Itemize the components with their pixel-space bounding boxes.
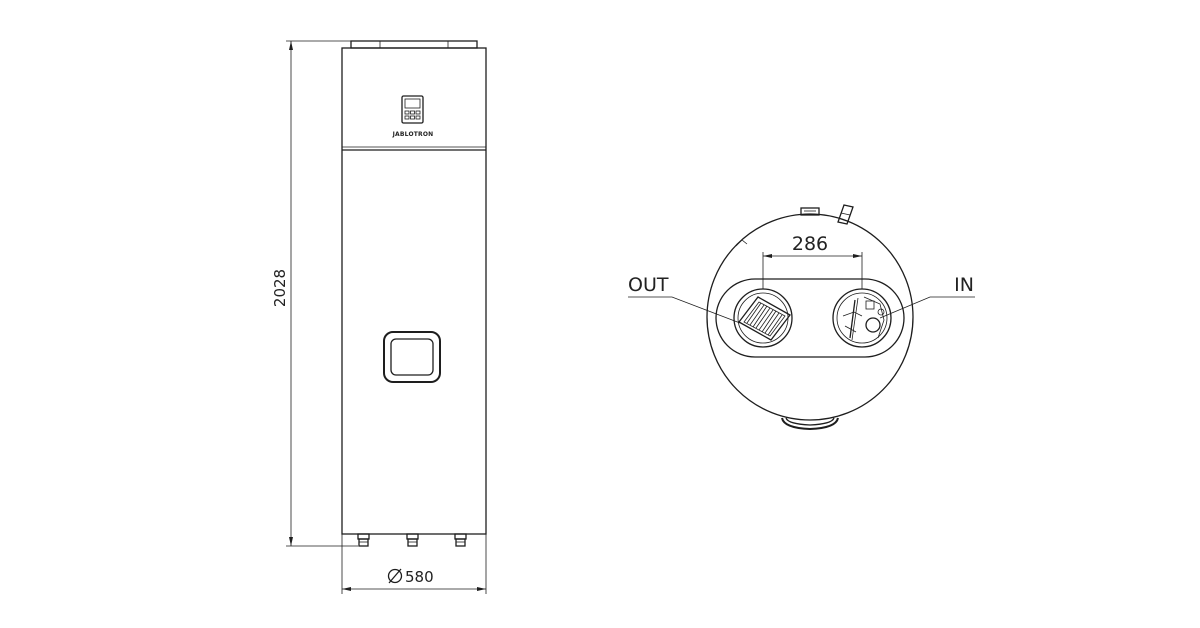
controller-icon xyxy=(401,95,424,124)
fan-mechanism xyxy=(842,296,885,341)
diameter-label: 580 xyxy=(405,568,434,586)
out-label: OUT xyxy=(628,274,669,296)
in-port xyxy=(832,288,892,348)
height-dimension-label: 2028 xyxy=(271,269,289,307)
spacing-dimension-label: 286 xyxy=(792,233,828,255)
brand-logo: JABLOTRON xyxy=(392,131,434,138)
pipe-connections xyxy=(357,533,467,547)
top-fitting xyxy=(800,207,820,216)
unit-body xyxy=(341,47,487,535)
diameter-dimension: 580 xyxy=(341,534,487,594)
heat-exchanger-fins xyxy=(746,302,783,336)
in-label: IN xyxy=(954,274,974,296)
out-callout: OUT xyxy=(628,274,741,324)
bottom-drain xyxy=(781,417,839,431)
pipe-stub-right xyxy=(454,533,467,547)
front-view: JABLOTRON xyxy=(271,40,487,594)
diameter-symbol-icon xyxy=(387,568,403,584)
pipe-stub-left xyxy=(357,533,370,547)
out-port xyxy=(733,288,793,348)
spacing-dimension: 286 xyxy=(762,233,863,289)
angled-pipe xyxy=(837,204,854,225)
casing-outline xyxy=(706,213,914,421)
in-callout: IN xyxy=(879,274,975,319)
service-window xyxy=(383,331,441,383)
duct-opening xyxy=(715,278,905,358)
top-cap xyxy=(350,40,478,49)
height-dimension: 2028 xyxy=(271,40,358,547)
pipe-stub-middle xyxy=(406,533,419,547)
top-view: 286 OUT IN xyxy=(628,204,975,431)
